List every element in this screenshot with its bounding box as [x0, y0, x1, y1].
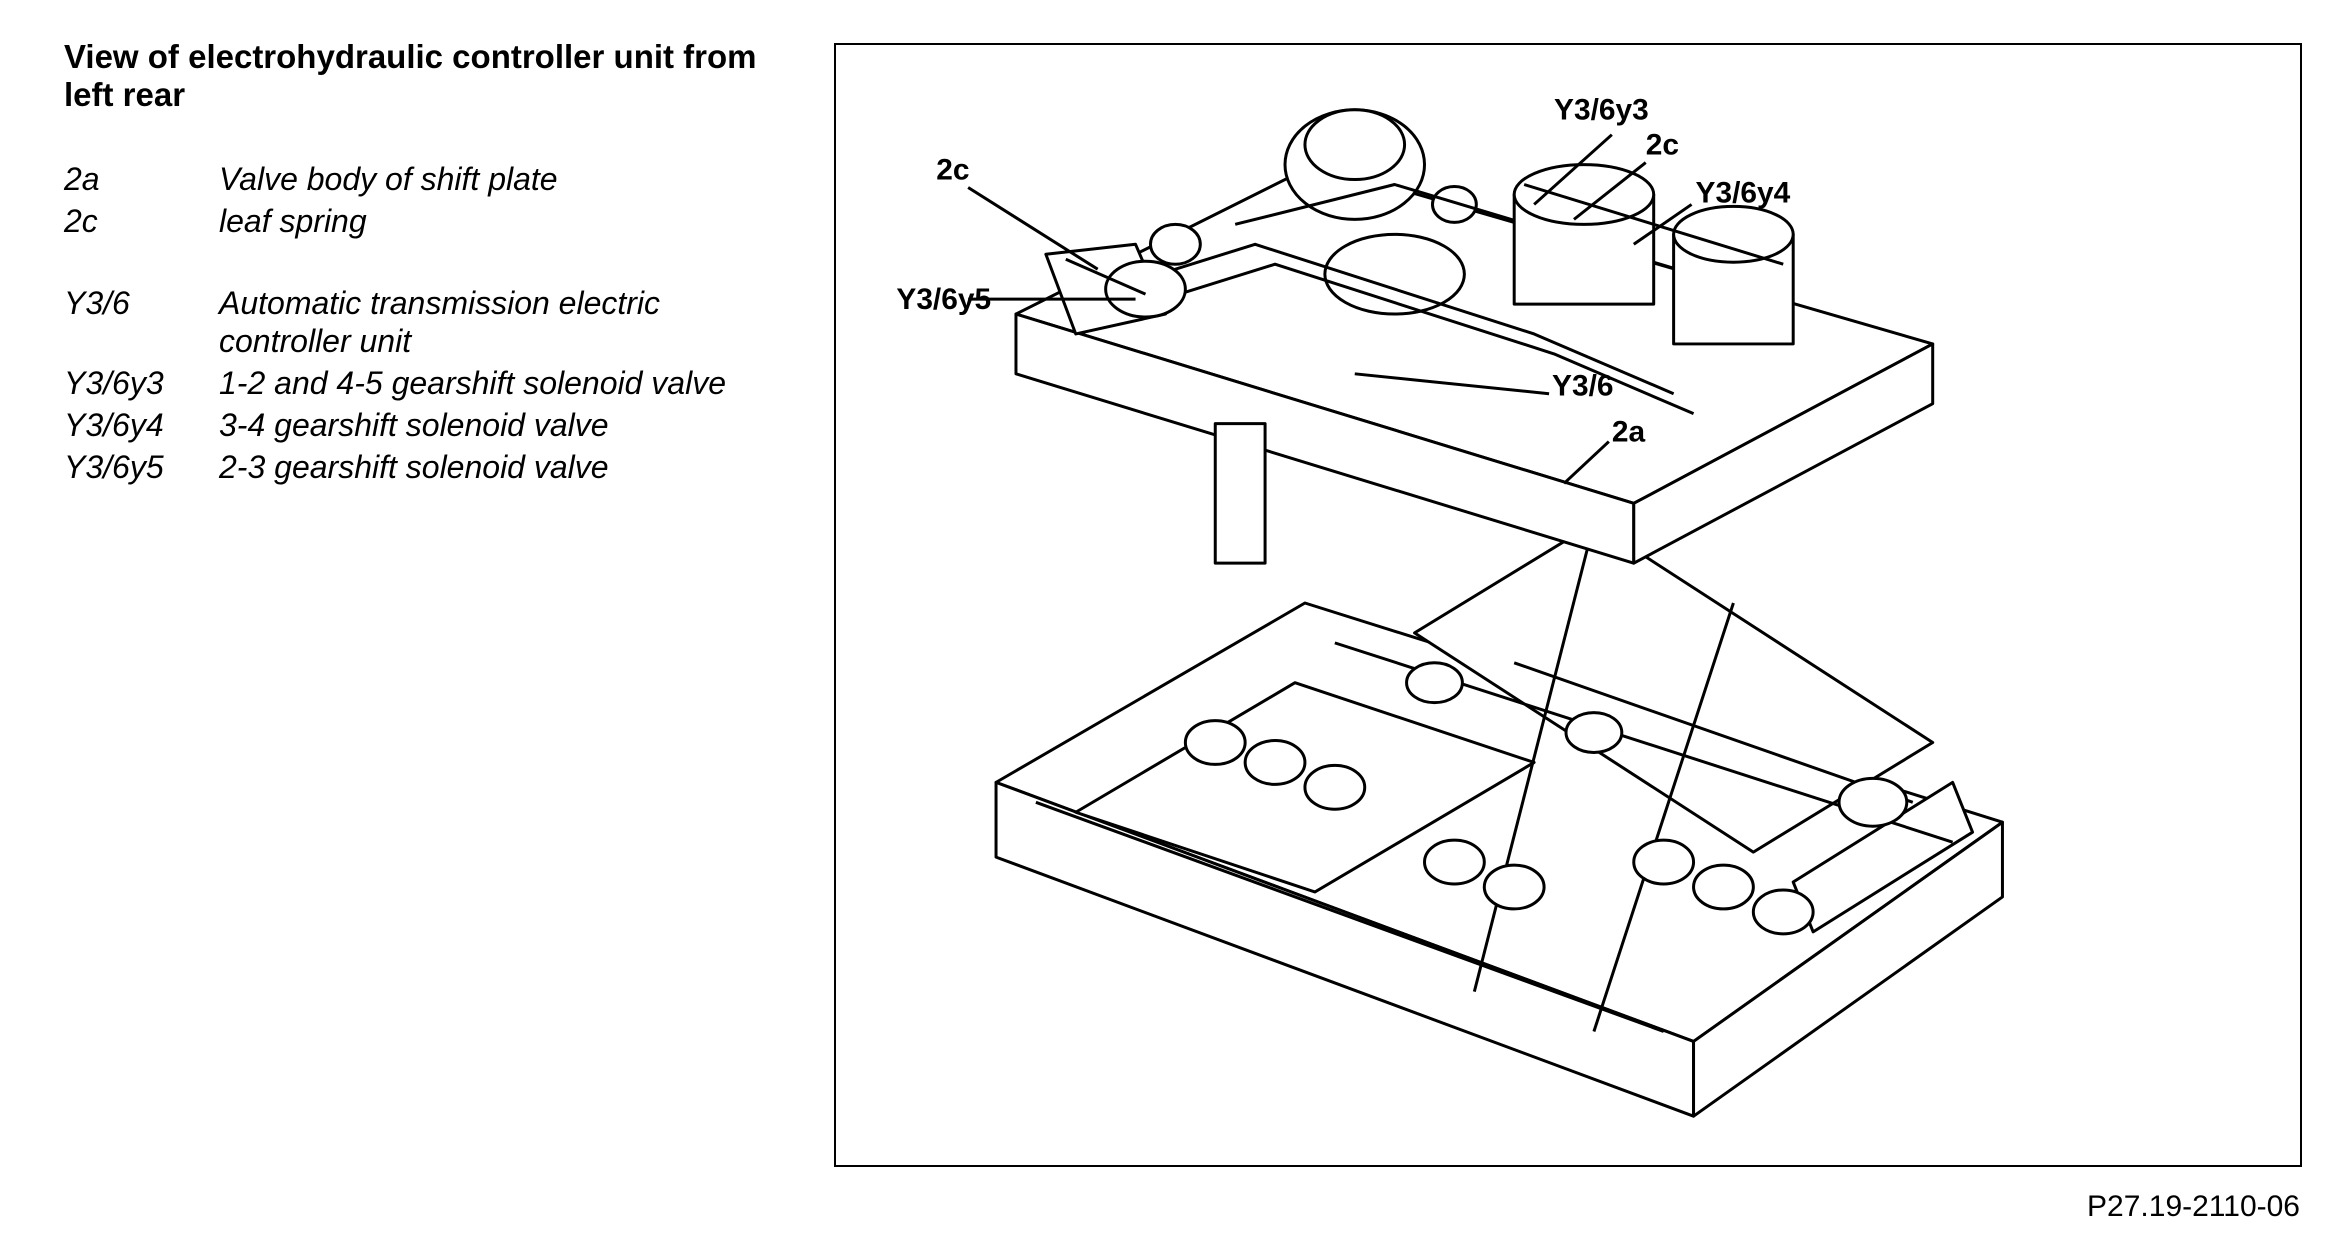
legend-code: Y3/6: [64, 285, 130, 321]
diagram-frame: 2c Y3/6y5 Y3/6y3 2c Y3/6y4 Y3/6 2a: [834, 43, 2302, 1167]
valve-body-shift-plate: [994, 521, 2004, 1118]
callout-leaders: [967, 133, 1693, 485]
legend-desc: Valve body of shift plate: [219, 161, 558, 197]
leader-y36y3: [1533, 133, 1613, 206]
legend-code: Y3/6y4: [64, 407, 164, 443]
legend-code: Y3/6y5: [64, 449, 164, 485]
legend-desc: 1-2 and 4-5 gearshift solenoid valve: [219, 365, 726, 401]
electric-controller-unit: [1014, 108, 1935, 565]
controller-unit-illustration: 2c Y3/6y5 Y3/6y3 2c Y3/6y4 Y3/6 2a: [896, 94, 2004, 1118]
solenoid-valves-y36y3-y36y4: [1512, 163, 1795, 346]
callout-2a: 2a: [1612, 416, 1646, 449]
leader-2c-left: [967, 186, 1099, 271]
legend-item-y36y5: Y3/6y5 2-3 gearshift solenoid valve: [64, 448, 784, 486]
callout-y36y5: Y3/6y5: [896, 283, 991, 316]
solenoid-valve-y36y5: [1044, 242, 1187, 336]
callout-2c-left: 2c: [936, 154, 969, 187]
legend-desc: leaf spring: [219, 203, 367, 239]
legend-item-2a: 2a Valve body of shift plate: [64, 160, 784, 198]
legend-code: Y3/6y3: [64, 365, 164, 401]
callout-y36y3: Y3/6y3: [1554, 94, 1649, 127]
legend-code: 2a: [64, 161, 100, 197]
valve-cylinders: [1183, 661, 1909, 936]
legend-item-2c: 2c leaf spring: [64, 202, 784, 240]
legend-item-y36y4: Y3/6y4 3-4 gearshift solenoid valve: [64, 406, 784, 444]
legend-item-y36: Y3/6 Automatic transmission electric con…: [64, 284, 784, 360]
leader-y36y4: [1632, 203, 1693, 246]
legend-item-y36y3: Y3/6y3 1-2 and 4-5 gearshift solenoid va…: [64, 364, 784, 402]
legend-desc: 2-3 gearshift solenoid valve: [219, 449, 609, 485]
reference-code: P27.19-2110-06: [2087, 1190, 2300, 1223]
callout-2c-right: 2c: [1646, 129, 1679, 162]
callout-y36: Y3/6: [1552, 370, 1613, 403]
legend-desc: 3-4 gearshift solenoid valve: [219, 407, 609, 443]
legend-code: 2c: [64, 203, 98, 239]
callout-y36y4: Y3/6y4: [1696, 176, 1791, 209]
legend: 2a Valve body of shift plate 2c leaf spr…: [64, 160, 784, 490]
leader-2c-right: [1573, 161, 1647, 221]
figure-title: View of electrohydraulic controller unit…: [64, 38, 757, 113]
legend-desc: Automatic transmission electric controll…: [219, 285, 661, 359]
leader-y36: [1354, 372, 1550, 396]
leader-2a: [1562, 440, 1610, 485]
